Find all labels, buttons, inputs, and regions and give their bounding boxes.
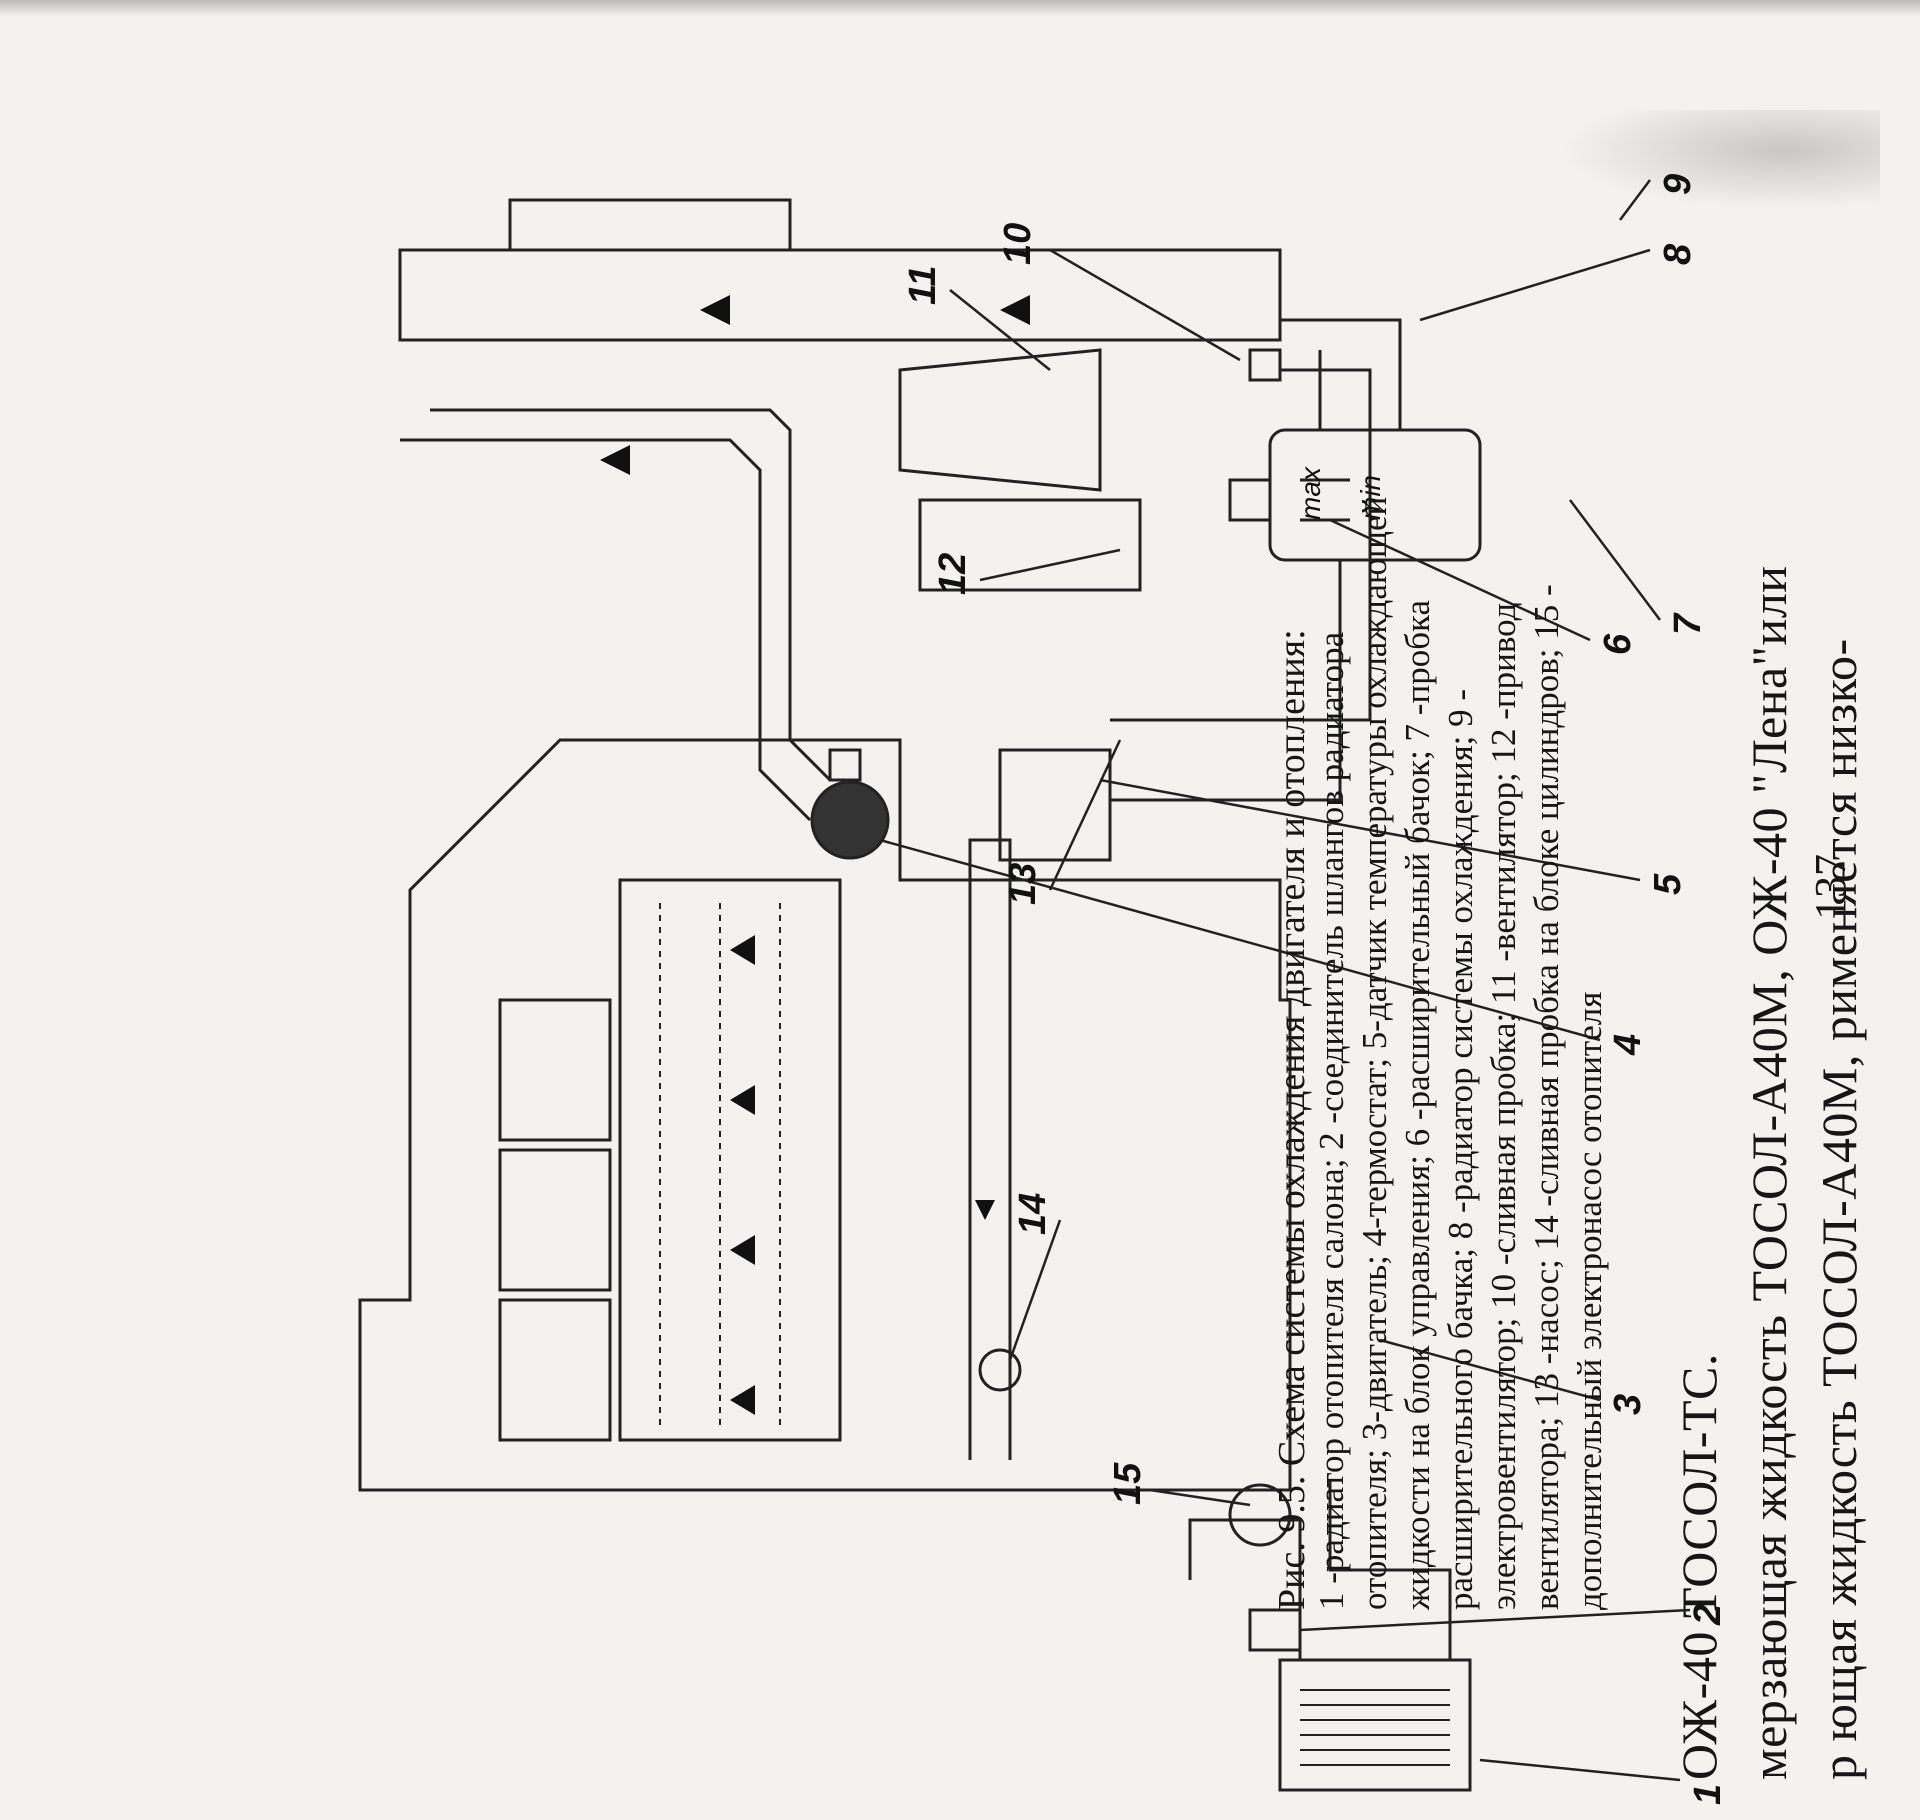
radiator-drain-plug: [1248, 348, 1282, 382]
electric-fan: [508, 198, 792, 252]
block-drain-plug: [978, 1348, 1022, 1392]
callout-13: 13: [1002, 863, 1044, 905]
tank-min-mark: min: [1355, 475, 1386, 520]
callout-1: 1: [1687, 1784, 1729, 1805]
caption-line: жидкости на блок управления; 6 -расширит…: [1398, 599, 1437, 1610]
callout-11: 11: [902, 266, 944, 305]
callout-3: 3: [1607, 1394, 1649, 1415]
callout-15: 15: [1107, 1462, 1149, 1505]
callout-6: 6: [1597, 633, 1639, 655]
callout-14: 14: [1012, 1193, 1054, 1235]
tank-max-mark: max: [1295, 466, 1326, 520]
temperature-sensor: [828, 748, 862, 782]
caption-line: дополнительный электронасос отопителя: [1570, 991, 1609, 1610]
scan-smudge: [1560, 110, 1880, 210]
engine-block: [358, 738, 1292, 1492]
callout-9: 9: [1657, 174, 1699, 195]
callout-10: 10: [997, 223, 1039, 265]
hose-connector: [1248, 1608, 1302, 1652]
lower-radiator-hose: [1110, 368, 1372, 722]
figure-caption: 1 -радиатор отопителя салона; 2 -соедини…: [1310, 140, 1611, 1610]
scan-top-edge: [0, 0, 1920, 16]
bypass-pipe: [968, 838, 1012, 1460]
fan-drive: [918, 498, 1142, 592]
caption-line: отопителя; 3-двигатель; 4-термостат; 5-д…: [1355, 496, 1394, 1610]
cylinder-head: [618, 878, 842, 1442]
fan: [898, 348, 1102, 492]
tank-cap: [1228, 478, 1272, 522]
callout-8: 8: [1657, 243, 1699, 265]
figure-caption-title: Рис. 9.5. Схема системы охлаждения двига…: [1271, 629, 1313, 1610]
callout-5: 5: [1647, 873, 1689, 895]
coolant-pump: [998, 748, 1112, 862]
cooling-radiator: [398, 248, 1282, 342]
thermostat: [810, 780, 890, 860]
caption-line: вентилятора; 13 -насос; 14 -сливная проб…: [1527, 584, 1566, 1610]
heater-hose-lower: [1328, 1480, 1452, 1660]
heater-radiator: [1278, 1658, 1472, 1792]
caption-line: 1 -радиатор отопителя салона; 2 -соедини…: [1312, 631, 1351, 1610]
callout-12: 12: [932, 553, 974, 595]
page-number: 137: [1806, 854, 1855, 920]
caption-line: расширительного бачка; 8 -радиатор систе…: [1441, 688, 1480, 1610]
heater-hose-upper: [1188, 1518, 1302, 1660]
caption-line: электровентилятор; 10 -сливная пробка; 1…: [1484, 602, 1523, 1610]
callout-2: 2: [1687, 1604, 1729, 1626]
callout-7: 7: [1667, 612, 1709, 635]
aux-electric-pump: [1228, 1483, 1292, 1547]
upper-radiator-hose: [400, 438, 812, 822]
callout-4: 4: [1607, 1034, 1649, 1056]
